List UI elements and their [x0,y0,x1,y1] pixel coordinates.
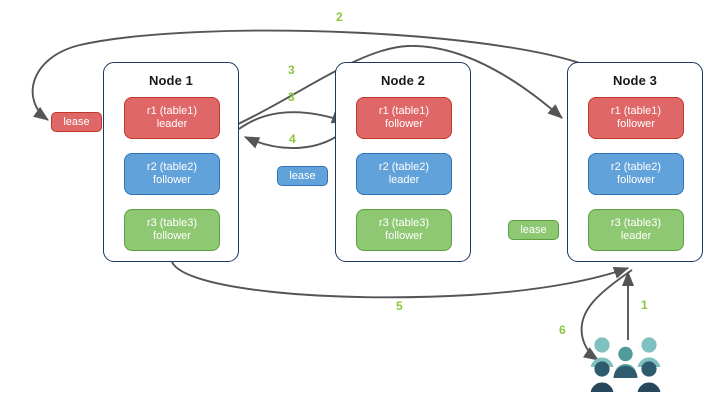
arrow-label-1: 1 [641,298,648,312]
arrow-label-2: 2 [336,10,343,24]
users-group-icon [590,337,661,392]
node-title-1: Node 1 [149,73,193,88]
replica-range: r2 (table2) [610,160,662,173]
replica-role: leader [620,230,652,242]
node-container-3[interactable]: Node 3 r1 (table1) follower r2 (table2) … [567,62,703,262]
replica-node3-r2[interactable]: r2 (table2) follower [588,153,684,195]
replica-role: follower [153,174,191,186]
arrow-label-6: 6 [559,323,566,337]
node-title-3: Node 3 [613,73,657,88]
replica-node1-r2[interactable]: r2 (table2) follower [124,153,220,195]
replica-range: r1 (table1) [378,104,430,117]
replica-range: r1 (table1) [146,104,198,117]
replica-node2-r1[interactable]: r1 (table1) follower [356,97,452,139]
connector-step-3-node1-node2 [238,111,348,130]
replica-role: follower [617,118,655,130]
replica-range: r3 (table3) [378,216,430,229]
replica-range: r3 (table3) [146,216,198,229]
replica-node1-r1[interactable]: r1 (table1) leader [124,97,220,139]
replica-range: r1 (table1) [610,104,662,117]
lease-badge-r2[interactable]: lease [277,166,328,186]
replica-role: follower [385,230,423,242]
connector-step-5 [171,261,630,299]
replica-node1-r3[interactable]: r3 (table3) follower [124,209,220,251]
replica-role: follower [385,118,423,130]
replica-node2-r2[interactable]: r2 (table2) leader [356,153,452,195]
lease-badge-r3[interactable]: lease [508,220,559,240]
replica-role: follower [153,230,191,242]
replica-role: leader [156,118,188,130]
replica-node3-r3[interactable]: r3 (table3) leader [588,209,684,251]
replica-role: follower [617,174,655,186]
lease-badge-r1[interactable]: lease [51,112,102,132]
node-container-1[interactable]: Node 1 r1 (table1) leader r2 (table2) fo… [103,62,239,262]
replica-node3-r1[interactable]: r1 (table1) follower [588,97,684,139]
replica-range: r2 (table2) [146,160,198,173]
replica-range: r2 (table2) [378,160,430,173]
arrow-label-5: 5 [396,299,403,313]
arrow-label-4: 4 [289,132,296,146]
arrow-label-3-upper: 3 [288,63,295,77]
replica-node2-r3[interactable]: r3 (table3) follower [356,209,452,251]
connector-step-4-node2-node1 [243,127,349,150]
arrow-label-3-lower: 3 [288,90,295,104]
node-container-2[interactable]: Node 2 r1 (table1) follower r2 (table2) … [335,62,471,262]
replica-role: leader [388,174,420,186]
replica-range: r3 (table3) [610,216,662,229]
node-title-2: Node 2 [381,73,425,88]
